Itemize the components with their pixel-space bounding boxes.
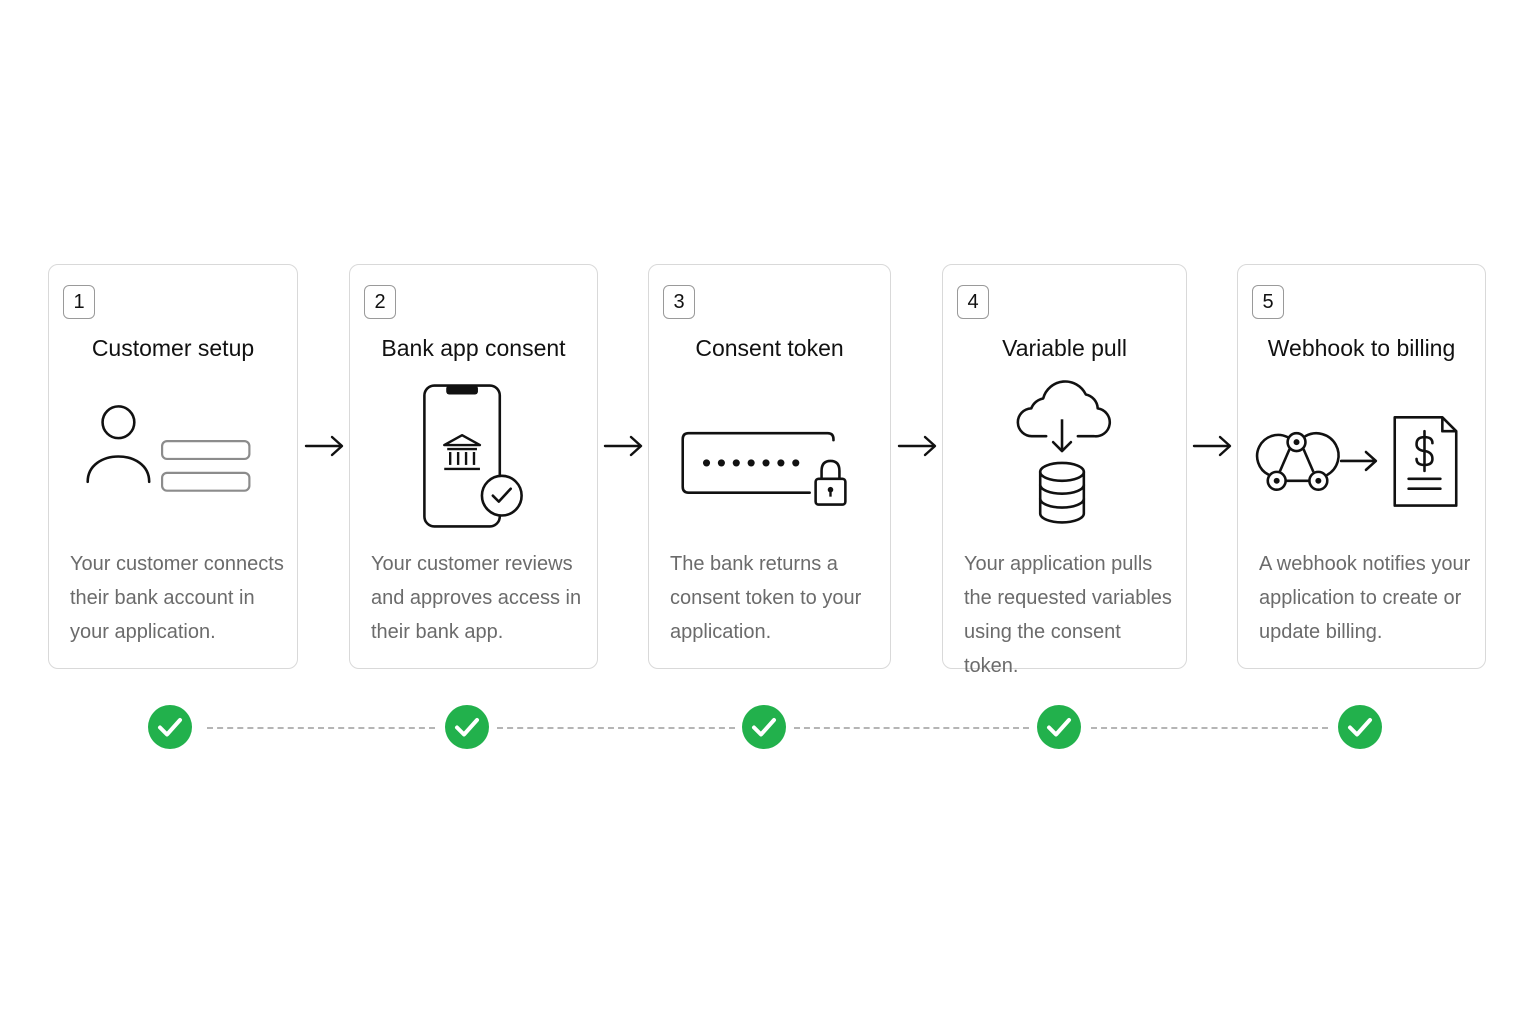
step-title: Consent token	[695, 335, 844, 361]
step-number-badge: 3	[663, 285, 695, 319]
step-card-3: 3 Consent token The bank returns a conse…	[648, 264, 891, 669]
check-circle-icon	[742, 705, 786, 749]
step-number-badge: 1	[63, 285, 95, 319]
step-description: Your customer reviews and approves acces…	[371, 553, 582, 643]
check-circle-icon	[1338, 705, 1382, 749]
check-circle-icon	[148, 705, 192, 749]
progress-connector	[207, 727, 435, 729]
step-card-2: 2 Bank app consent Your customer reviews…	[349, 264, 598, 669]
step-description: The bank returns a consent token to your…	[670, 553, 862, 643]
arrow-right-icon	[603, 435, 643, 457]
step-card-5: 5 Webhook to billing A webhook notifies …	[1237, 264, 1486, 669]
step-card-4: 4 Variable pull Your application pulls t…	[942, 264, 1187, 677]
cloud-database-icon	[1016, 380, 1112, 524]
password-lock-icon	[681, 431, 847, 506]
step-title: Webhook to billing	[1267, 335, 1456, 361]
progress-connector	[1091, 727, 1328, 729]
step-description: Your application pulls the requested var…	[964, 553, 1172, 677]
arrow-right-icon	[1192, 435, 1232, 457]
check-circle-icon	[1037, 705, 1081, 749]
progress-connector	[794, 727, 1029, 729]
arrow-right-icon	[897, 435, 937, 457]
progress-connector	[497, 727, 735, 729]
arrow-right-icon	[304, 435, 344, 457]
step-number-badge: 4	[957, 285, 989, 319]
step-description: A webhook notifies your application to c…	[1259, 553, 1471, 643]
step-title: Customer setup	[91, 335, 255, 361]
check-circle-icon	[445, 705, 489, 749]
step-number-badge: 5	[1252, 285, 1284, 319]
step-number-badge: 2	[364, 285, 396, 319]
webhook-invoice-icon	[1255, 416, 1458, 507]
step-card-1: 1 Customer setup Your customer connects …	[48, 264, 298, 669]
phone-bank-check-icon	[423, 384, 523, 528]
user-form-icon	[86, 405, 251, 492]
step-title: Variable pull	[1002, 335, 1127, 361]
step-description: Your customer connects their bank accoun…	[70, 553, 284, 643]
step-title: Bank app consent	[381, 335, 566, 361]
